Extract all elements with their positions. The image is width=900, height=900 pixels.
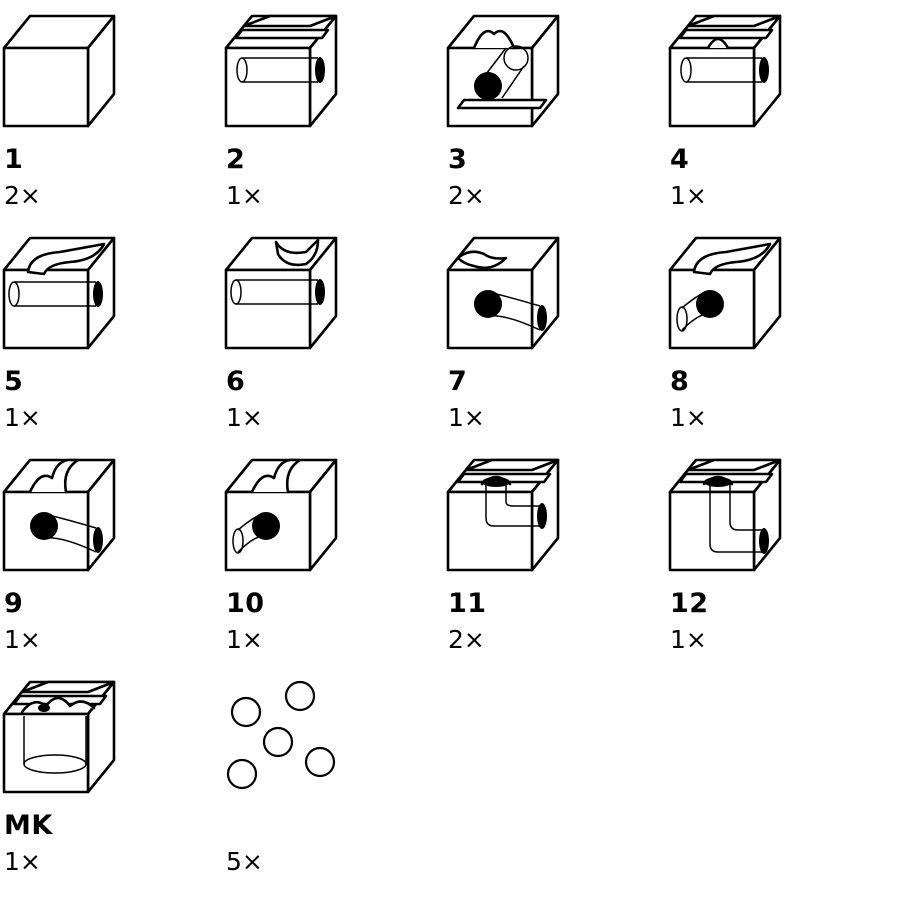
part-number: 3 [448, 144, 468, 175]
part-marbles: 5× [222, 678, 422, 888]
part-number: 2 [226, 144, 246, 175]
part-number: 1 [4, 144, 24, 175]
part-quantity: 1× [226, 181, 263, 210]
part-4: 4 1× [666, 12, 866, 222]
part-quantity: 1× [4, 847, 41, 876]
part-quantity: 1× [4, 403, 41, 432]
diagonal-tube-cube-icon [444, 12, 562, 142]
corner-groove-tube-cube-icon [222, 234, 340, 364]
part-number: 7 [448, 366, 468, 397]
part-number: 6 [226, 366, 246, 397]
part-quantity: 1× [448, 403, 485, 432]
part-9: 9 1× [0, 456, 200, 666]
funnel-cube-icon [0, 678, 118, 808]
part-1: 1 2× [0, 12, 200, 222]
straight-tube-groove-cube-icon [222, 12, 340, 142]
part-6: 6 1× [222, 234, 422, 444]
bent-tube-left-cube-icon [444, 234, 562, 364]
part-quantity: 1× [4, 625, 41, 654]
curved-groove-tube-cube-icon [0, 234, 118, 364]
part-mk: MK 1× [0, 678, 200, 888]
part-quantity: 1× [226, 403, 263, 432]
part-number: 9 [4, 588, 24, 619]
part-12: 12 1× [666, 456, 866, 666]
part-number: 4 [670, 144, 690, 175]
part-quantity: 2× [448, 181, 485, 210]
part-number: 5 [4, 366, 24, 397]
part-quantity: 1× [670, 403, 707, 432]
marbles-icon [222, 678, 340, 808]
part-3: 3 2× [444, 12, 644, 222]
part-quantity: 1× [226, 625, 263, 654]
long-drop-tube-cube-icon [666, 456, 784, 586]
part-quantity: 1× [670, 181, 707, 210]
part-2: 2 1× [222, 12, 422, 222]
groove-bent-tube-left-cube-icon [0, 456, 118, 586]
part-quantity: 1× [670, 625, 707, 654]
part-number: 12 [670, 588, 709, 619]
part-number: 8 [670, 366, 690, 397]
cross-groove-tube-cube-icon [666, 12, 784, 142]
part-5: 5 1× [0, 234, 200, 444]
part-quantity: 2× [4, 181, 41, 210]
part-number: 10 [226, 588, 265, 619]
part-11: 11 2× [444, 456, 644, 666]
part-number: 11 [448, 588, 487, 619]
part-7: 7 1× [444, 234, 644, 444]
plain-cube-icon [0, 12, 118, 142]
bent-tube-right-cube-icon [666, 234, 784, 364]
drop-tube-cube-icon [444, 456, 562, 586]
part-quantity: 2× [448, 625, 485, 654]
part-10: 10 1× [222, 456, 422, 666]
groove-bent-tube-right-cube-icon [222, 456, 340, 586]
part-quantity: 5× [226, 847, 263, 876]
part-8: 8 1× [666, 234, 866, 444]
part-number: MK [4, 810, 53, 841]
